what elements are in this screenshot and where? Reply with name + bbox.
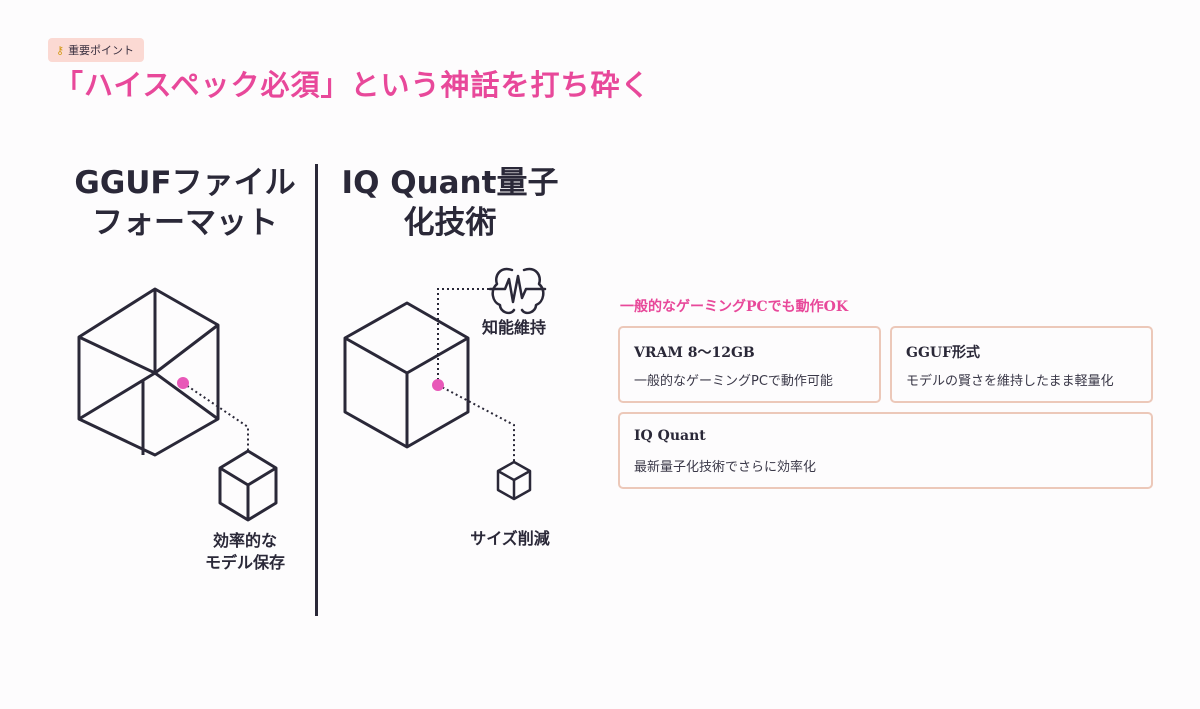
badge-label: 重要ポイント: [68, 44, 135, 57]
page-title: 「ハイスペック必須」という神話を打ち砕く: [54, 68, 651, 102]
card-title: IQ Quant: [634, 428, 706, 444]
card-title: VRAM 8〜12GB: [634, 345, 755, 361]
gguf-card: GGUF形式 モデルの賢さを維持したまま軽量化: [890, 326, 1153, 403]
tiny-cube-icon: [496, 460, 532, 501]
column-divider: [315, 164, 318, 616]
iq-quant-card: IQ Quant 最新量子化技術でさらに効率化: [618, 412, 1153, 489]
small-cube-icon: [218, 449, 278, 522]
summary-heading: 一般的なゲーミングPCでも動作OK: [620, 299, 849, 315]
gguf-title-line1: GGUFファイル: [74, 165, 296, 201]
card-description: 一般的なゲーミングPCで動作可能: [634, 374, 833, 389]
gguf-title: GGUFファイル フォーマット: [70, 163, 300, 243]
card-description: 最新量子化技術でさらに効率化: [634, 460, 817, 475]
iq-title-line2: 化技術: [403, 205, 497, 241]
caption-line2: モデル保存: [204, 553, 285, 572]
brain-waveform-icon: [488, 267, 547, 315]
left-connector-line: [182, 382, 249, 452]
size-reduction-caption: サイズ削減: [470, 529, 550, 548]
key-icon: ⚷: [56, 43, 65, 57]
vram-card: VRAM 8〜12GB 一般的なゲーミングPCで動作可能: [618, 326, 881, 403]
key-point-badge: ⚷ 重要ポイント: [48, 38, 145, 62]
large-cube-icon: [77, 287, 220, 457]
card-title: GGUF形式: [906, 345, 981, 361]
right-focus-dot: [432, 379, 444, 391]
right-connector-lines: [437, 288, 515, 462]
caption-line1: 効率的な: [212, 531, 277, 550]
intelligence-retained-caption: 知能維持: [481, 318, 546, 337]
iq-title-line1: IQ Quant量子: [341, 165, 559, 201]
iq-quant-title: IQ Quant量子 化技術: [330, 163, 570, 243]
card-description: モデルの賢さを維持したまま軽量化: [906, 374, 1114, 389]
gguf-title-line2: フォーマット: [92, 205, 278, 241]
efficient-storage-caption: 効率的な モデル保存: [185, 530, 305, 574]
left-focus-dot: [177, 377, 189, 389]
medium-cube-icon: [343, 301, 470, 449]
